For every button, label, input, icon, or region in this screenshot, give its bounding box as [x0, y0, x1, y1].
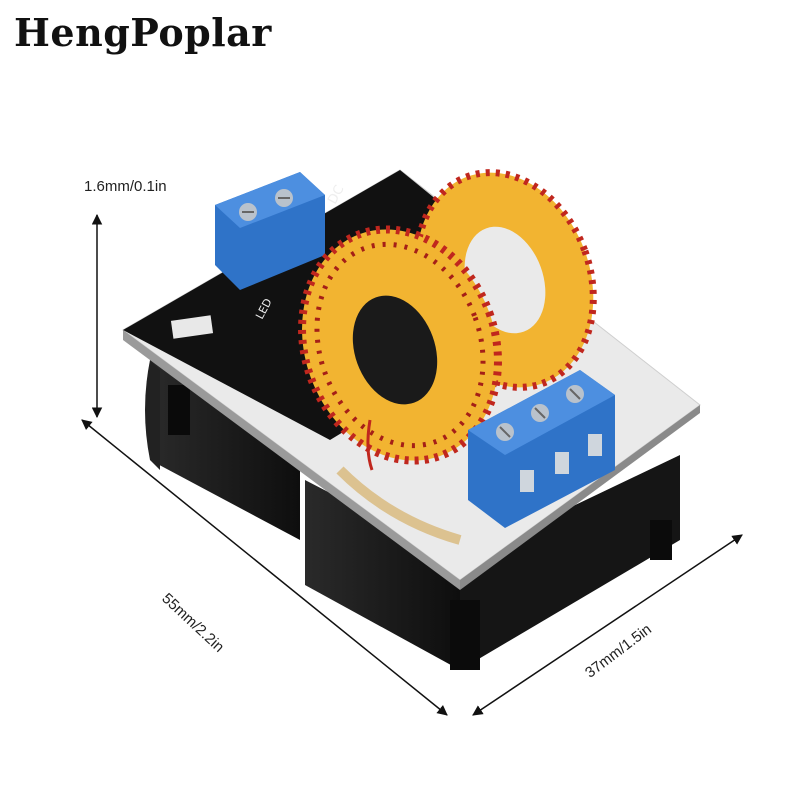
length-dimension-line: [81, 419, 448, 716]
terminal-block-3pin: [468, 370, 615, 528]
width-dimension-line: [472, 534, 743, 716]
toroid-inductor-front: [298, 225, 502, 471]
terminal-block-2pin: [215, 172, 325, 290]
heatsink-right: [305, 455, 680, 670]
height-dimension-label: 1.6mm/0.1in: [84, 178, 167, 195]
brand-logo: HengPoplar: [14, 10, 272, 55]
heatsink-left: [145, 360, 300, 540]
